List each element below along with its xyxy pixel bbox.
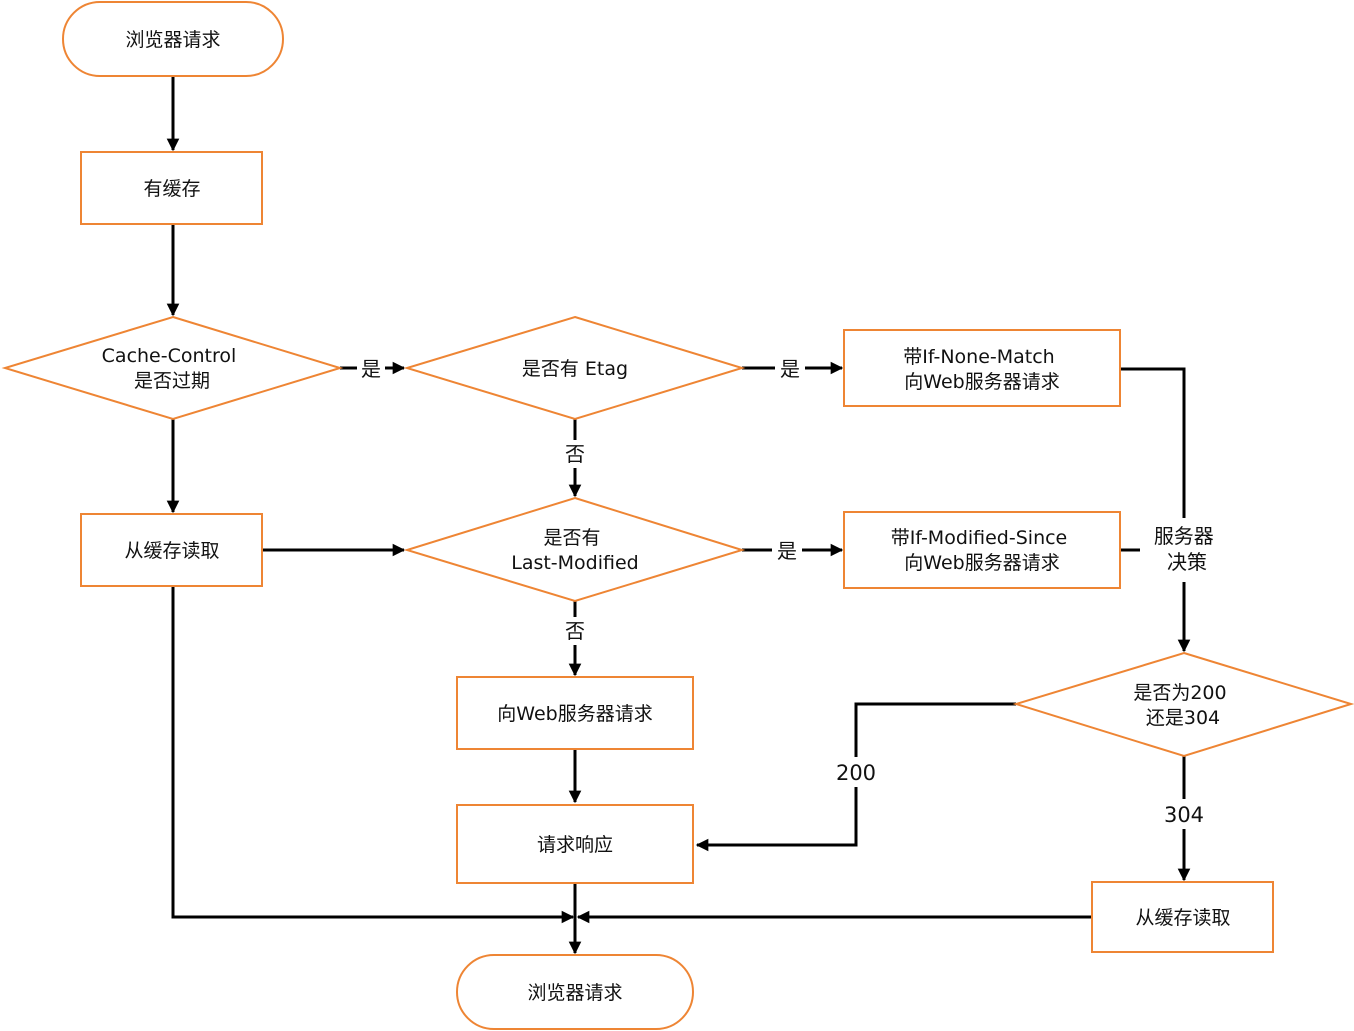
- node-has-cache-label: 有缓存: [143, 178, 200, 200]
- edge-label-lastmod-yes: 是: [777, 539, 797, 563]
- edge-label-lastmod-no: 否: [565, 619, 585, 643]
- node-has-last-modified-label: 是否有 Last-Modified: [511, 527, 639, 574]
- node-request-server-label: 向Web服务器请求: [497, 703, 652, 725]
- edge-label-etag-no: 否: [565, 442, 585, 466]
- node-start-label: 浏览器请求: [125, 29, 220, 51]
- node-read-cache-2: 从缓存读取: [1091, 881, 1274, 953]
- node-end-label: 浏览器请求: [527, 982, 622, 1004]
- node-server-decision-label: 服务器 决策: [1154, 524, 1220, 574]
- node-if-modified-since-label: 带If-Modified-Since 向Web服务器请求: [891, 527, 1074, 574]
- node-has-cache: 有缓存: [80, 151, 263, 225]
- node-if-none-match: 带If-None-Match 向Web服务器请求: [843, 329, 1121, 407]
- node-response-label: 请求响应: [537, 834, 613, 856]
- node-has-etag: 是否有 Etag: [403, 315, 746, 421]
- node-has-last-modified: 是否有 Last-Modified: [403, 496, 746, 603]
- node-read-cache-1: 从缓存读取: [80, 513, 263, 587]
- node-read-cache-2-label: 从缓存读取: [1135, 907, 1230, 929]
- node-cache-expired-label: Cache-Control 是否过期: [102, 345, 243, 392]
- node-status-check: 是否为200 还是304: [1012, 651, 1354, 758]
- node-end: 浏览器请求: [456, 954, 694, 1030]
- edge-label-etag-yes: 是: [780, 357, 800, 381]
- edge-label-expired-yes: 是: [361, 357, 381, 381]
- node-read-cache-1-label: 从缓存读取: [124, 540, 219, 562]
- edge-label-status-200: 200: [836, 761, 876, 785]
- edge-labels: 是 是 否 是 否 200 304: [357, 356, 1210, 829]
- node-server-decision: 服务器 决策: [1148, 518, 1226, 582]
- edge-label-status-304: 304: [1164, 803, 1204, 827]
- node-status-check-label: 是否为200 还是304: [1133, 682, 1232, 729]
- node-response: 请求响应: [456, 804, 694, 884]
- edge-if-none-match-to-status: [1121, 367, 1191, 653]
- node-has-etag-label: 是否有 Etag: [522, 358, 628, 380]
- edge-read-cache-1-to-merge: [171, 587, 575, 924]
- node-request-server: 向Web服务器请求: [456, 676, 694, 750]
- node-if-modified-since: 带If-Modified-Since 向Web服务器请求: [843, 511, 1121, 589]
- node-if-none-match-label: 带If-None-Match 向Web服务器请求: [903, 346, 1061, 393]
- node-cache-expired: Cache-Control 是否过期: [1, 315, 344, 421]
- node-start: 浏览器请求: [62, 1, 284, 77]
